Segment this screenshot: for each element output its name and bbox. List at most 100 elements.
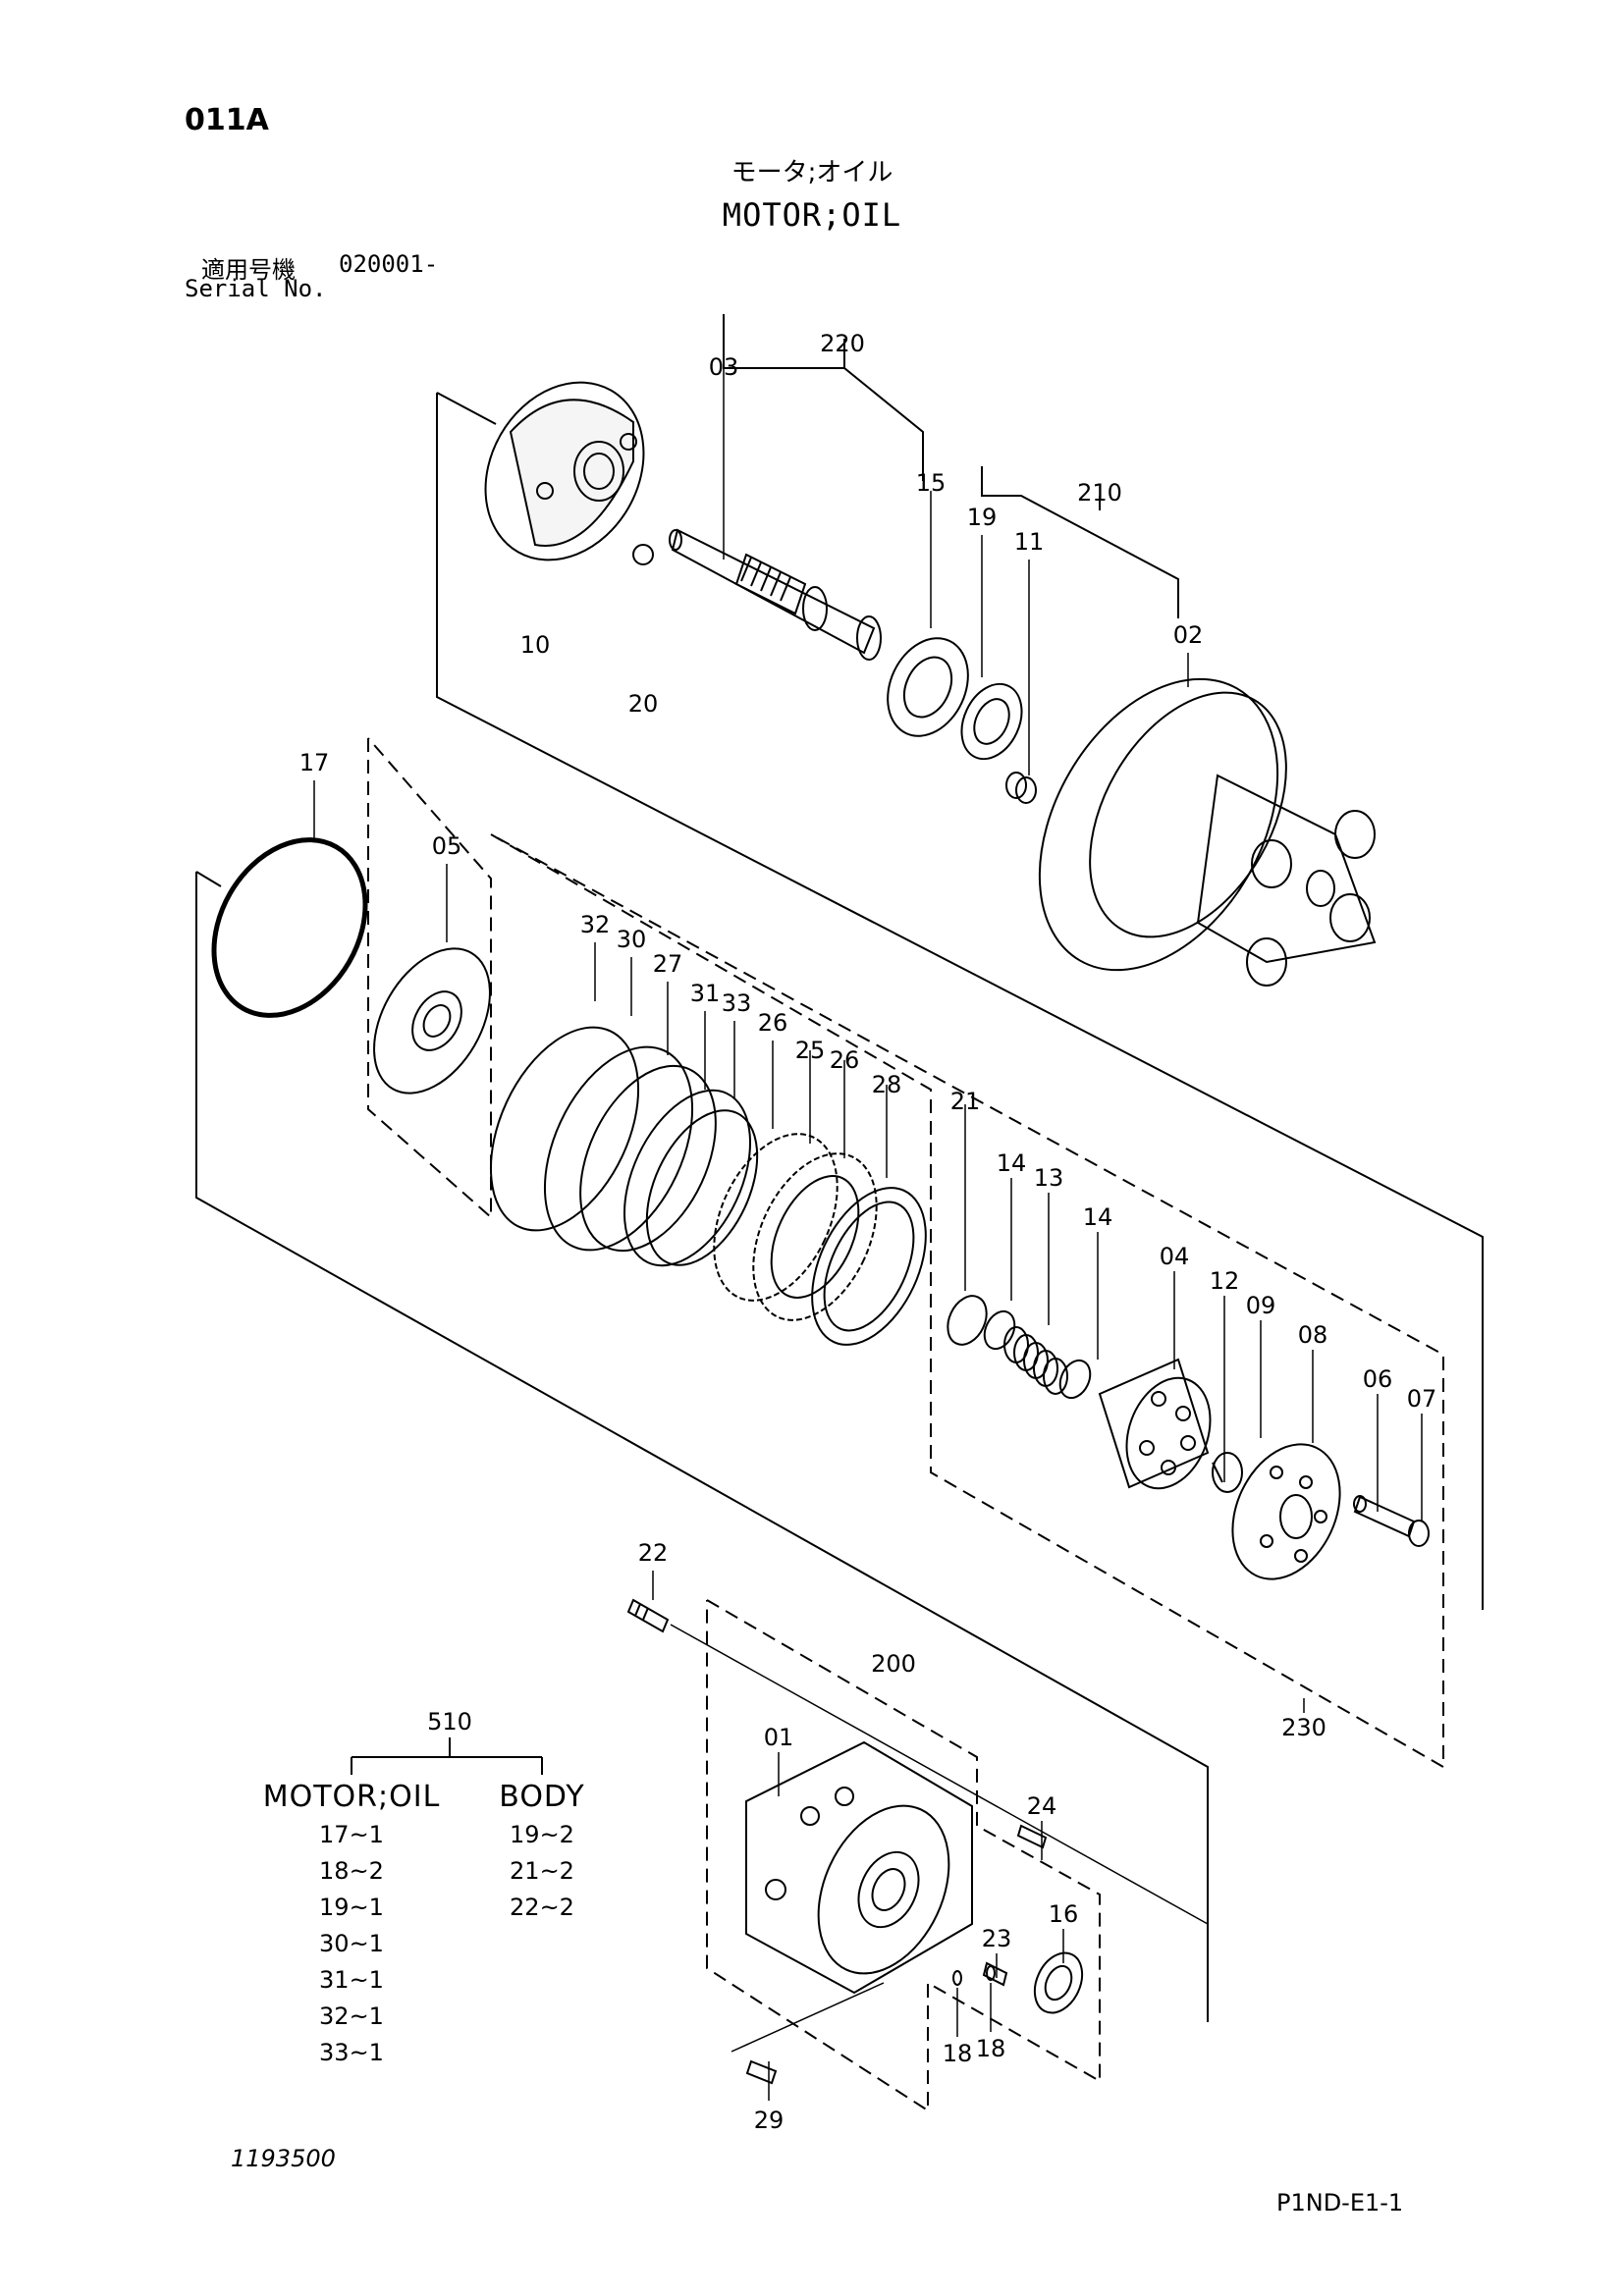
callout-29: 29 bbox=[754, 2107, 785, 2134]
part-02-casing bbox=[1038, 677, 1377, 987]
callout-210: 210 bbox=[1077, 479, 1122, 507]
title-japanese: モータ;オイル bbox=[731, 158, 893, 187]
callout-17: 17 bbox=[299, 749, 330, 776]
callout-11: 11 bbox=[1014, 528, 1045, 556]
callout-21: 21 bbox=[950, 1088, 981, 1115]
part-13-spring bbox=[1003, 1326, 1068, 1395]
group-right-item: 22~2 bbox=[510, 1894, 574, 1921]
callout-22: 22 bbox=[638, 1539, 669, 1567]
part-08-retainer-plate bbox=[1231, 1443, 1341, 1580]
part-17-o-ring bbox=[211, 837, 368, 1018]
group-right-item: 19~2 bbox=[510, 1821, 574, 1848]
callout-26a: 26 bbox=[758, 1009, 788, 1037]
group-left-item: 30~1 bbox=[319, 1930, 384, 1957]
callout-06: 06 bbox=[1363, 1365, 1393, 1393]
group-left-item: 18~2 bbox=[319, 1857, 384, 1885]
callout-03: 03 bbox=[709, 353, 739, 381]
part-23-pin bbox=[982, 1961, 1008, 1987]
serial-label-english: Serial No. bbox=[185, 275, 327, 302]
part-20-ball bbox=[632, 544, 654, 565]
callout-30: 30 bbox=[617, 926, 647, 953]
callout-32: 32 bbox=[580, 911, 611, 938]
bracket-220 bbox=[723, 314, 924, 481]
title-english: MOTOR;OIL bbox=[722, 196, 902, 234]
callout-05: 05 bbox=[432, 832, 462, 860]
document-number: 1193500 bbox=[231, 2145, 336, 2172]
assembly-outline-main bbox=[436, 392, 1484, 1610]
group-title-motor-oil: MOTOR;OIL bbox=[263, 1780, 441, 1814]
leader-lines bbox=[313, 368, 1423, 2101]
group-left-item: 19~1 bbox=[319, 1894, 384, 1921]
dashed-box-05 bbox=[367, 737, 492, 1220]
group-left-item: 31~1 bbox=[319, 1966, 384, 1994]
callout-19: 19 bbox=[967, 504, 998, 531]
callout-02: 02 bbox=[1173, 621, 1204, 649]
callout-16: 16 bbox=[1049, 1900, 1079, 1928]
callout-28: 28 bbox=[872, 1071, 902, 1098]
callout-09: 09 bbox=[1246, 1292, 1276, 1319]
part-27-ring bbox=[623, 1089, 759, 1267]
group-parent-510: 510 bbox=[427, 1708, 472, 1735]
part-15-bearing bbox=[887, 637, 969, 737]
part-01-valve-body bbox=[745, 1740, 973, 1995]
serial-range: 020001- bbox=[339, 250, 439, 278]
group-left-item: 17~1 bbox=[319, 1821, 384, 1848]
callout-31: 31 bbox=[690, 980, 721, 1007]
part-26-disc bbox=[713, 1133, 878, 1321]
part-09-ball-guide bbox=[1212, 1452, 1243, 1493]
callout-24: 24 bbox=[1027, 1792, 1057, 1820]
callout-33: 33 bbox=[722, 989, 752, 1017]
callout-20: 20 bbox=[628, 690, 659, 718]
page-code: 011A bbox=[185, 103, 269, 137]
part-19-seal bbox=[960, 682, 1023, 761]
serial-label-japanese: 適用号機 bbox=[201, 256, 296, 284]
part-05-plate bbox=[373, 947, 491, 1095]
part-16-bearing bbox=[1033, 1951, 1084, 2014]
part-07-shoe bbox=[1408, 1520, 1430, 1547]
callout-230: 230 bbox=[1281, 1714, 1326, 1741]
bracket-210 bbox=[981, 466, 1179, 618]
part-28-spacer bbox=[811, 1187, 927, 1346]
callout-200: 200 bbox=[871, 1650, 916, 1678]
part-22-plug bbox=[626, 1598, 670, 1633]
part-18-o-ring bbox=[952, 1965, 996, 1986]
callout-12: 12 bbox=[1210, 1267, 1240, 1295]
callout-18a: 18 bbox=[943, 2040, 973, 2067]
part-11-bush bbox=[1005, 772, 1037, 804]
assembly-outline-left bbox=[195, 871, 1209, 2022]
callout-220: 220 bbox=[820, 330, 865, 357]
sheet-code: P1ND-E1-1 bbox=[1276, 2189, 1404, 2216]
callout-23: 23 bbox=[982, 1925, 1012, 1952]
callout-13: 13 bbox=[1034, 1164, 1064, 1192]
part-14-washer bbox=[983, 1309, 1016, 1351]
part-04-cylinder-block bbox=[1098, 1358, 1212, 1490]
callout-25: 25 bbox=[795, 1037, 826, 1064]
group-title-body: BODY bbox=[499, 1780, 584, 1814]
callout-04: 04 bbox=[1160, 1243, 1190, 1270]
part-24-pin bbox=[1016, 1824, 1048, 1849]
callout-01: 01 bbox=[764, 1724, 794, 1751]
callout-27: 27 bbox=[653, 950, 683, 978]
callout-08: 08 bbox=[1298, 1321, 1328, 1349]
callout-14b: 14 bbox=[1083, 1203, 1113, 1231]
callout-07: 07 bbox=[1407, 1385, 1437, 1413]
part-14b-washer bbox=[1058, 1359, 1092, 1400]
part-10-cover bbox=[484, 381, 645, 561]
dashed-box-230 bbox=[490, 833, 1444, 1769]
part-29-plug bbox=[745, 2059, 778, 2085]
group-left-item: 32~1 bbox=[319, 2002, 384, 2030]
part-21-snap-ring bbox=[947, 1295, 988, 1346]
part-03-shaft bbox=[669, 528, 882, 661]
group-right-item: 21~2 bbox=[510, 1857, 574, 1885]
dashed-box-200 bbox=[706, 1599, 1101, 2112]
group-tree-510 bbox=[351, 1737, 543, 1775]
callout-26b: 26 bbox=[830, 1046, 860, 1074]
callout-10: 10 bbox=[520, 631, 551, 659]
callout-14a: 14 bbox=[997, 1149, 1027, 1177]
callout-15: 15 bbox=[916, 469, 947, 497]
part-06-piston bbox=[1353, 1495, 1416, 1538]
group-left-item: 33~1 bbox=[319, 2039, 384, 2066]
callout-18b: 18 bbox=[976, 2035, 1006, 2062]
part-30-piston bbox=[489, 1026, 717, 1253]
